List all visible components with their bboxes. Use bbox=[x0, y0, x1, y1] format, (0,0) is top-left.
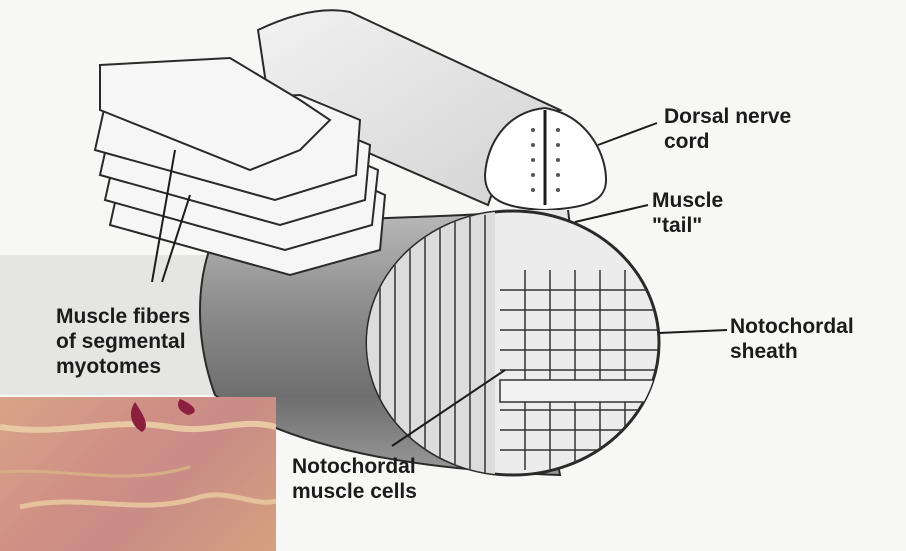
label-notochordal-muscle-cells: Notochordal muscle cells bbox=[292, 454, 417, 504]
histology-photo-inset bbox=[0, 397, 276, 551]
label-notochordal-sheath: Notochordal sheath bbox=[730, 314, 854, 364]
label-muscle-fibers: Muscle fibers of segmental myotomes bbox=[56, 304, 190, 379]
label-dorsal-nerve-cord: Dorsal nerve cord bbox=[664, 104, 791, 154]
label-muscle-tail: Muscle "tail" bbox=[652, 188, 723, 238]
